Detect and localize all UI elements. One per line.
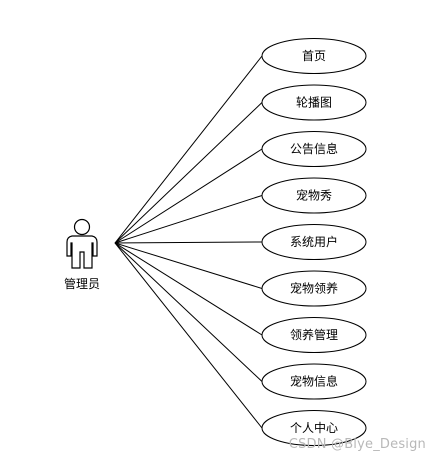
use-case-label: 公告信息	[290, 141, 338, 156]
use-case-label: 领养管理	[290, 327, 338, 342]
use-case-ellipse	[261, 131, 367, 167]
use-case: 宠物领养	[261, 270, 367, 307]
use-case-label: 系统用户	[290, 234, 338, 249]
use-case-ellipse	[261, 177, 367, 214]
use-case: 系统用户	[261, 224, 367, 260]
use-case-ellipse	[261, 317, 367, 353]
use-case-label: 宠物信息	[290, 374, 338, 389]
use-case: 轮播图	[261, 84, 367, 121]
use-case-ellipse	[261, 270, 367, 307]
use-case: 宠物秀	[261, 177, 367, 214]
association-line	[114, 242, 263, 429]
use-case-ellipse	[261, 410, 367, 446]
use-case-label: 首页	[302, 49, 326, 63]
use-case-label: 宠物秀	[296, 188, 332, 203]
association-line	[114, 242, 263, 336]
association-line	[114, 102, 263, 244]
association-line	[114, 242, 263, 382]
use-case-ellipse	[261, 38, 367, 74]
association-line	[114, 55, 263, 244]
use-case: 宠物信息	[261, 363, 367, 400]
use-case-ellipse	[261, 224, 367, 260]
association-line	[114, 242, 263, 289]
use-case: 领养管理	[261, 317, 367, 353]
use-case: 首页	[261, 38, 367, 74]
association-line	[114, 195, 263, 244]
use-case-label: 个人中心	[290, 420, 338, 435]
use-case: 个人中心	[261, 410, 367, 446]
actor-administrator: 管理员	[64, 218, 100, 291]
person-icon	[66, 218, 98, 269]
watermark: CSDN @Blye_Design	[288, 437, 426, 452]
association-lines	[114, 55, 263, 429]
use-case: 公告信息	[261, 131, 367, 167]
use-case-label: 轮播图	[296, 96, 332, 110]
use-case-label: 宠物领养	[290, 281, 338, 296]
association-line	[114, 148, 263, 244]
actor-label: 管理员	[64, 276, 100, 291]
use-case-ellipse	[261, 363, 367, 400]
use-case-ellipse	[261, 84, 367, 121]
association-line	[114, 241, 263, 244]
